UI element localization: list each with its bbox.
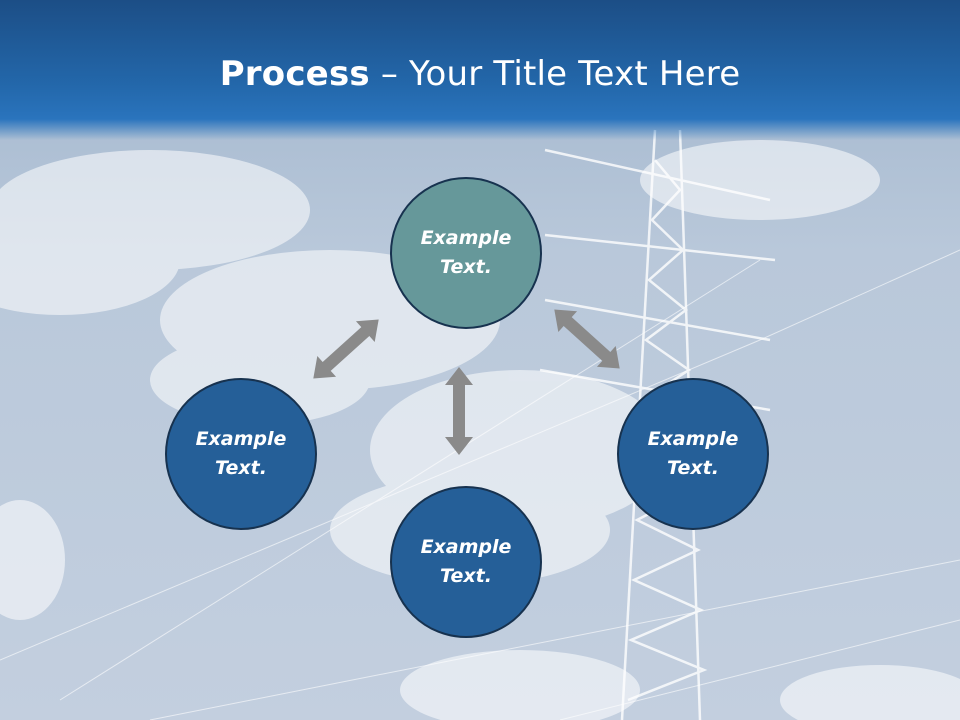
node-label: Example Text. [195,428,287,479]
node-label: Example Text. [420,227,512,278]
title-rest: – Your Title Text Here [369,54,741,94]
arrow-vertical [445,367,473,455]
process-node-bottom: Example Text. [390,486,542,638]
node-label: Example Text. [420,536,512,587]
node-label: Example Text. [647,428,739,479]
process-node-right: Example Text. [617,378,769,530]
slide-title: Process – Your Title Text Here [0,52,960,96]
arrow-right-diagonal [544,299,630,379]
power-lines [0,249,960,720]
process-node-left: Example Text. [165,378,317,530]
arrow-left-diagonal [303,309,389,389]
process-node-top: Example Text. [390,177,542,329]
title-bold: Process [219,54,370,94]
title-bar [0,0,960,140]
